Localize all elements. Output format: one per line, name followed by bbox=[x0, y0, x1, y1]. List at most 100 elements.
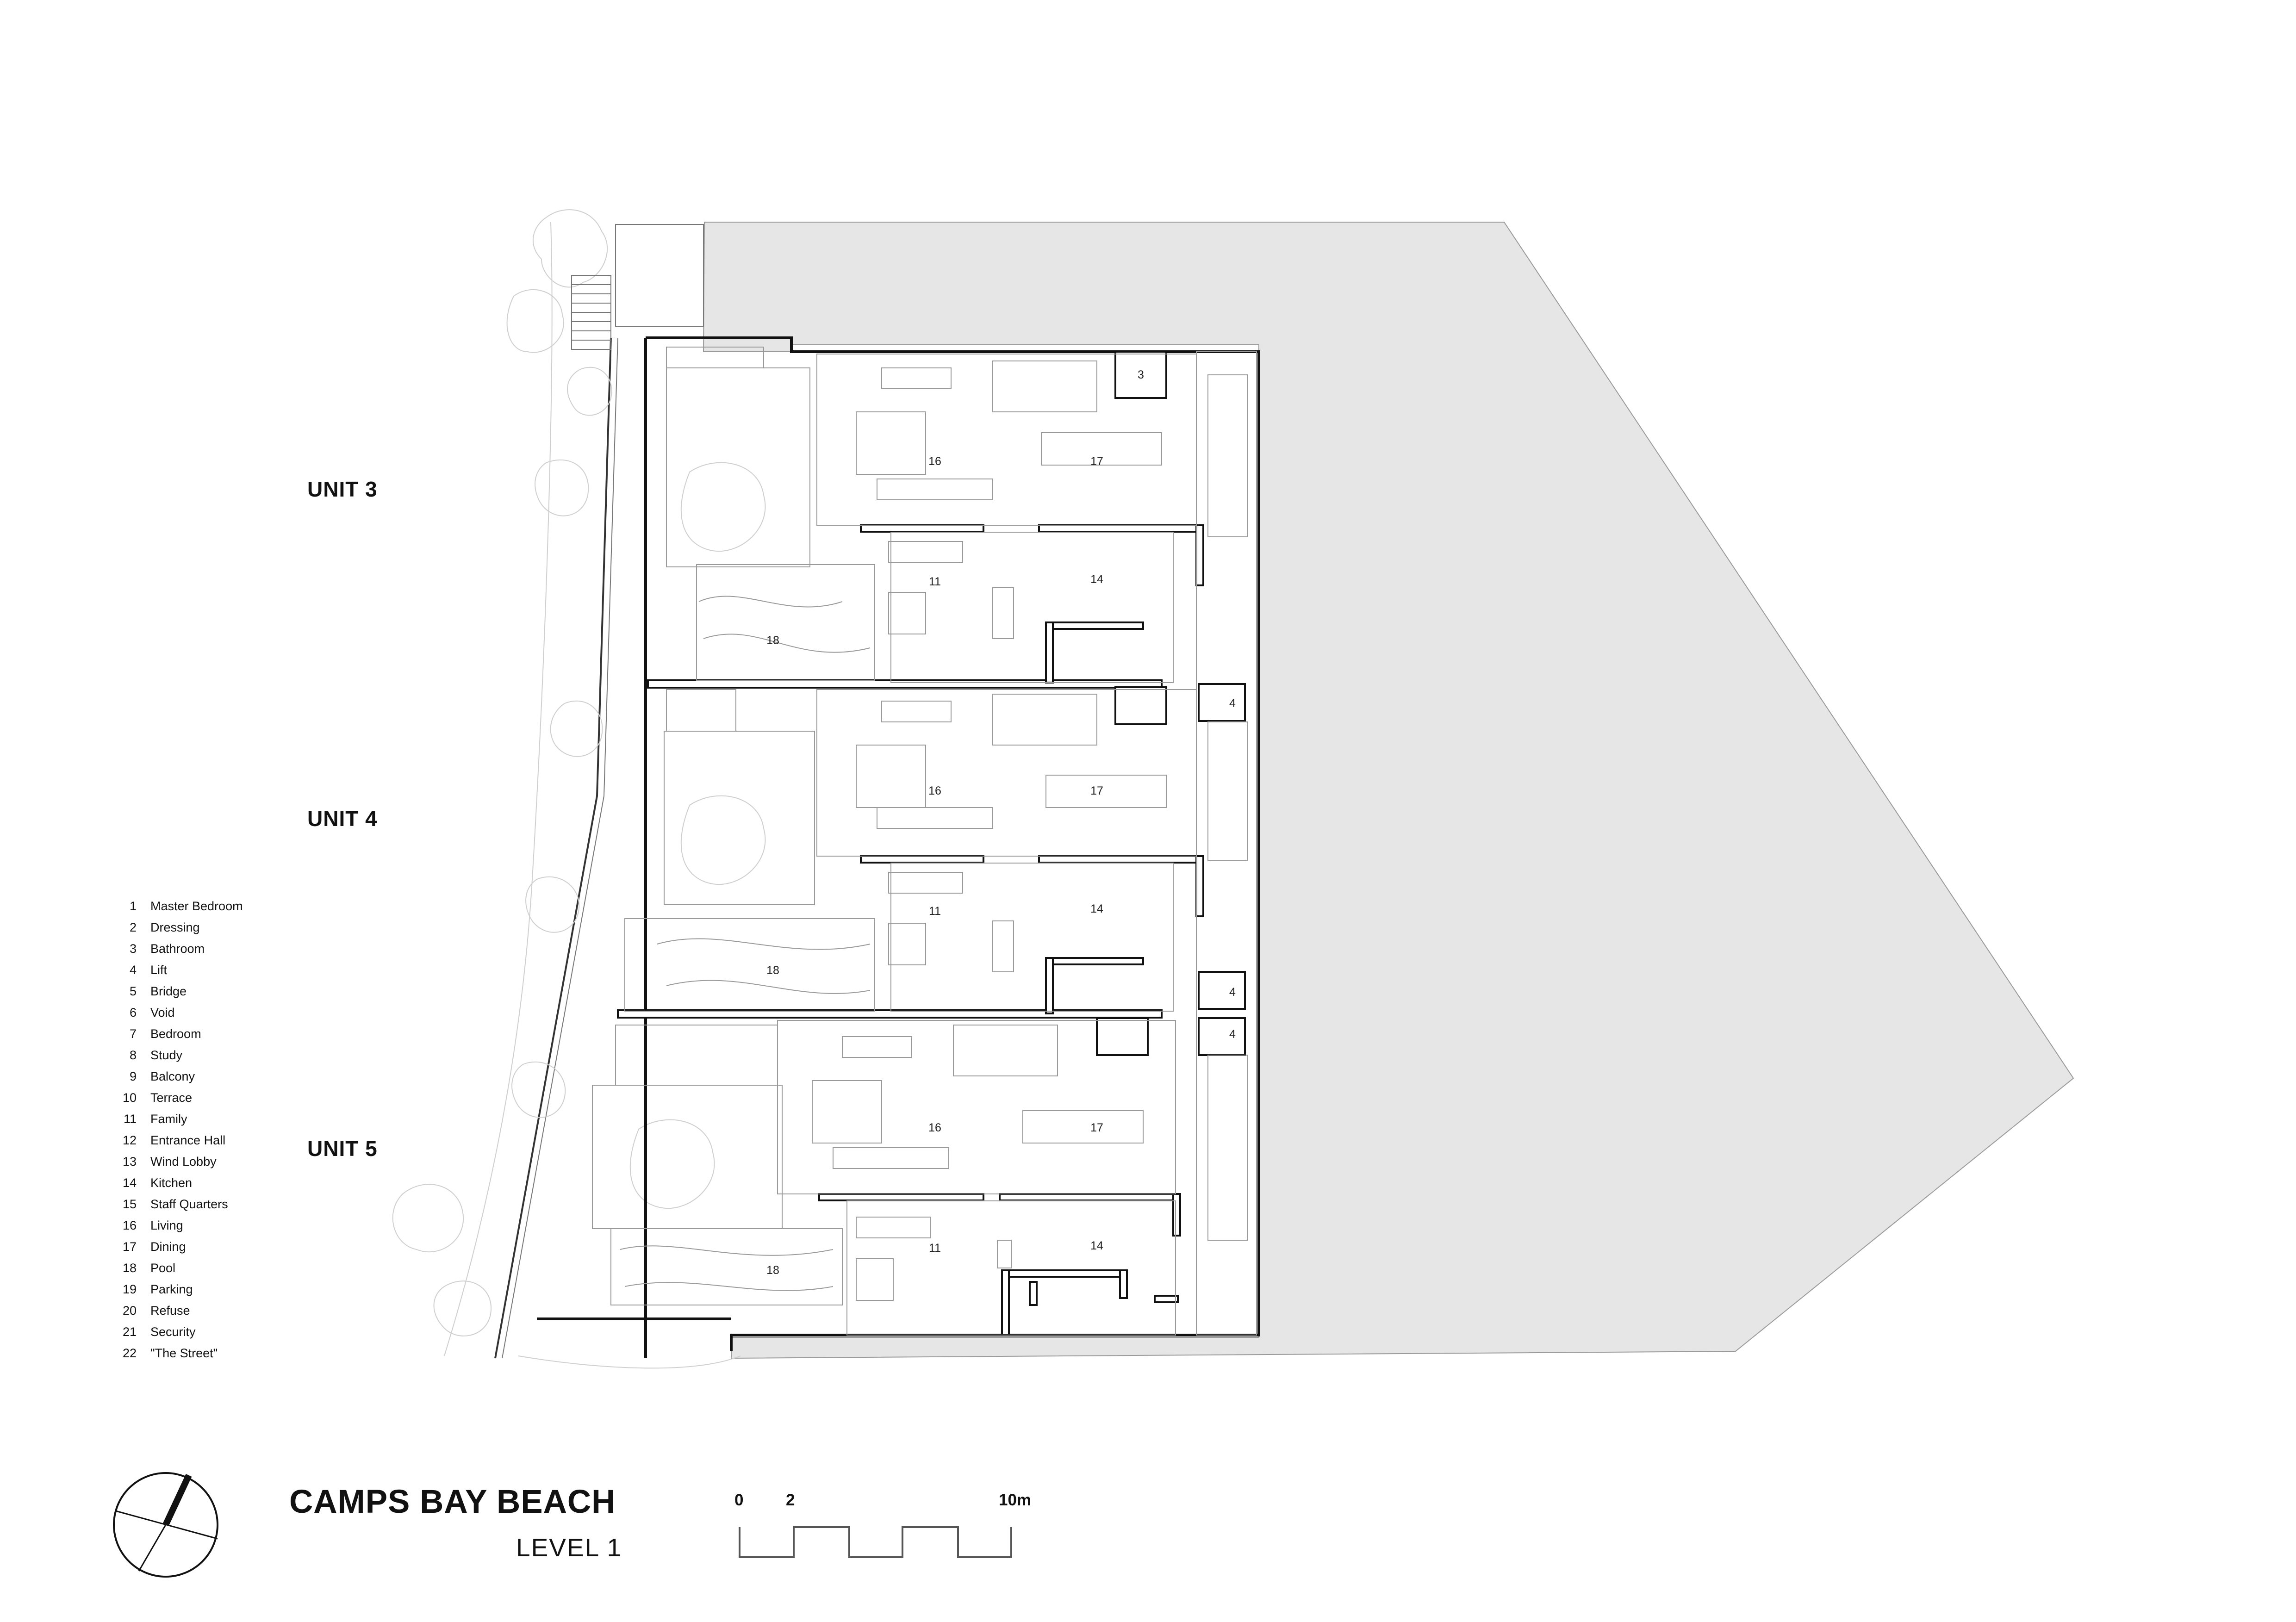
building-walls bbox=[537, 336, 1260, 1358]
legend-room-name: Study bbox=[150, 1048, 183, 1062]
room-label: 14 bbox=[1090, 1239, 1103, 1252]
room-label: 3 bbox=[1138, 368, 1144, 381]
legend-number: 12 bbox=[122, 1133, 137, 1147]
legend-room-name: "The Street" bbox=[150, 1346, 218, 1360]
legend-number: 21 bbox=[122, 1325, 137, 1339]
room-label: 18 bbox=[766, 964, 779, 977]
legend-number: 17 bbox=[122, 1240, 137, 1254]
legend-room-name: Master Bedroom bbox=[150, 899, 243, 913]
legend-number: 14 bbox=[122, 1176, 137, 1190]
legend-room-name: Entrance Hall bbox=[150, 1133, 226, 1147]
room-label: 11 bbox=[929, 905, 941, 918]
legend-room-name: Dressing bbox=[150, 920, 200, 934]
legend-item: 19 Parking bbox=[116, 1279, 243, 1300]
legend-item: 10 Terrace bbox=[116, 1087, 243, 1108]
unit-5-label: UNIT 5 bbox=[307, 1137, 378, 1161]
legend-room-name: Bathroom bbox=[150, 942, 205, 956]
scale-label-0: 0 bbox=[734, 1491, 744, 1509]
legend-room-name: Lift bbox=[150, 963, 168, 977]
site-boundary-west bbox=[494, 337, 612, 1359]
entry-stairs bbox=[571, 224, 704, 350]
drawing-title: CAMPS BAY BEACH bbox=[289, 1484, 616, 1520]
north-arrow-icon bbox=[113, 1472, 218, 1578]
interior-details bbox=[592, 347, 1257, 1336]
legend-number: 13 bbox=[122, 1155, 137, 1168]
legend-item: 7 Bedroom bbox=[116, 1023, 243, 1044]
legend-room-name: Void bbox=[150, 1006, 175, 1019]
legend-number: 2 bbox=[129, 920, 137, 934]
legend-item: 13 Wind Lobby bbox=[116, 1151, 243, 1172]
room-label: 14 bbox=[1090, 573, 1103, 586]
legend-number: 19 bbox=[122, 1282, 137, 1296]
scale-bar bbox=[739, 1526, 1012, 1558]
legend-item: 17 Dining bbox=[116, 1236, 243, 1257]
legend-room-name: Dining bbox=[150, 1240, 186, 1254]
legend-number: 22 bbox=[122, 1346, 137, 1360]
legend-room-name: Bridge bbox=[150, 984, 187, 998]
legend-number: 8 bbox=[129, 1048, 137, 1062]
legend-item: 15 Staff Quarters bbox=[116, 1193, 243, 1215]
legend-item: 18 Pool bbox=[116, 1257, 243, 1279]
legend-item: 22 "The Street" bbox=[116, 1342, 243, 1364]
unit-3-label: UNIT 3 bbox=[307, 477, 378, 501]
unit-4-label: UNIT 4 bbox=[307, 807, 378, 831]
scale-label-2: 2 bbox=[786, 1491, 795, 1509]
party-walls bbox=[617, 679, 1246, 1056]
landscaping bbox=[392, 209, 766, 1369]
legend-room-name: Security bbox=[150, 1325, 196, 1339]
legend-item: 8 Study bbox=[116, 1044, 243, 1066]
drawing-subtitle: LEVEL 1 bbox=[516, 1533, 622, 1562]
room-label: 11 bbox=[929, 575, 941, 588]
legend-room-name: Staff Quarters bbox=[150, 1197, 228, 1211]
room-label: 4 bbox=[1229, 697, 1236, 710]
legend-room-name: Kitchen bbox=[150, 1176, 193, 1190]
room-label: 4 bbox=[1229, 1028, 1236, 1041]
legend-item: 5 Bridge bbox=[116, 981, 243, 1002]
room-label: 4 bbox=[1229, 986, 1236, 999]
legend-number: 16 bbox=[122, 1218, 137, 1232]
legend-room-name: Terrace bbox=[150, 1091, 193, 1105]
legend-number: 5 bbox=[129, 984, 137, 998]
legend-number: 11 bbox=[123, 1112, 137, 1126]
legend-room-name: Living bbox=[150, 1218, 183, 1232]
legend-item: 4 Lift bbox=[116, 959, 243, 981]
site-boundary-west-inner bbox=[502, 337, 618, 1359]
room-label: 18 bbox=[766, 634, 779, 647]
adjacent-site bbox=[703, 222, 2074, 1359]
legend-room-name: Family bbox=[150, 1112, 187, 1126]
legend-number: 3 bbox=[129, 942, 137, 956]
room-labels: 3 16 17 11 14 18 4 16 17 11 14 18 4 4 16… bbox=[766, 368, 1236, 1277]
legend-room-name: Bedroom bbox=[150, 1027, 201, 1041]
legend-item: 11 Family bbox=[116, 1108, 243, 1130]
room-label: 16 bbox=[928, 1121, 941, 1134]
room-label: 11 bbox=[929, 1242, 941, 1255]
room-label: 16 bbox=[928, 784, 941, 797]
legend-item: 20 Refuse bbox=[116, 1300, 243, 1321]
room-label: 14 bbox=[1090, 902, 1103, 915]
legend-room-name: Parking bbox=[150, 1282, 193, 1296]
legend-item: 12 Entrance Hall bbox=[116, 1130, 243, 1151]
legend-number: 15 bbox=[122, 1197, 137, 1211]
legend-room-name: Wind Lobby bbox=[150, 1155, 217, 1168]
legend-item: 16 Living bbox=[116, 1215, 243, 1236]
legend-room-name: Pool bbox=[150, 1261, 176, 1275]
scale-label-10: 10m bbox=[999, 1491, 1032, 1509]
legend-item: 21 Security bbox=[116, 1321, 243, 1342]
legend-item: 2 Dressing bbox=[116, 917, 243, 938]
legend-number: 18 bbox=[122, 1261, 137, 1275]
room-label: 17 bbox=[1090, 1121, 1103, 1134]
room-label: 17 bbox=[1090, 784, 1103, 797]
legend-number: 20 bbox=[122, 1304, 137, 1317]
legend-number: 10 bbox=[122, 1091, 137, 1105]
legend-room-name: Refuse bbox=[150, 1304, 190, 1317]
legend-item: 3 Bathroom bbox=[116, 938, 243, 959]
legend-number: 6 bbox=[129, 1006, 137, 1019]
legend-number: 4 bbox=[129, 963, 137, 977]
room-label: 16 bbox=[928, 455, 941, 468]
legend-number: 7 bbox=[129, 1027, 137, 1041]
room-label: 18 bbox=[766, 1264, 779, 1277]
